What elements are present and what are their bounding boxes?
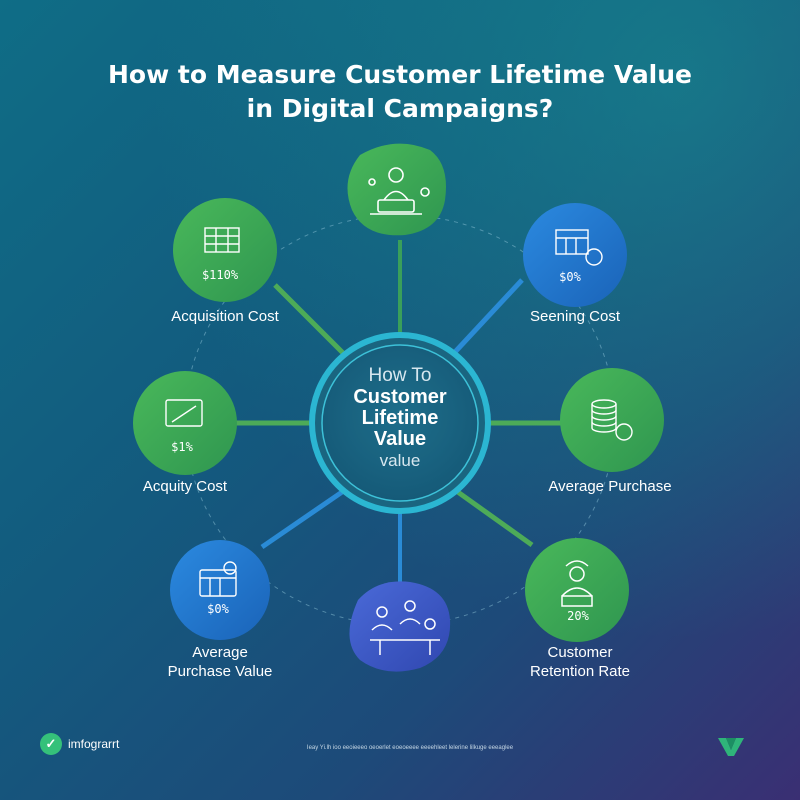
title-line-1: How to Measure Customer Lifetime Value: [107, 60, 693, 89]
label-retention-line-2: Retention Rate: [529, 663, 631, 680]
calendar-chart-icon: [555, 229, 603, 266]
connector-avg-purchase-value: [260, 487, 347, 550]
node-acquity[interactable]: [133, 371, 237, 475]
node-acquisition[interactable]: [173, 198, 277, 302]
node-seeing[interactable]: [523, 203, 627, 307]
label-seeing: Seening Cost: [529, 308, 621, 325]
avg-purchase-value-icon-text: $0%: [207, 602, 229, 616]
acquisition-icon-text: $110%: [201, 268, 239, 282]
node-bottom[interactable]: [349, 581, 451, 672]
brand-check-icon: ✓: [40, 733, 62, 755]
tablet-chart-icon: [165, 399, 203, 427]
footer-note: Ieay Yi.lh ioo eeoieeeo oeoerlet eoeoeee…: [306, 745, 514, 751]
label-avg-purchase-value: Average Purchase Value: [140, 643, 300, 681]
label-avg-purchase-value-line-1: Average: [192, 644, 248, 661]
seeing-icon-text: $0%: [559, 270, 581, 284]
center-line-4: Value: [373, 428, 427, 450]
person-at-desk-icon: [368, 167, 430, 215]
footer-logo-icon: [718, 738, 744, 756]
node-average-purchase[interactable]: [560, 368, 664, 472]
retention-icon-text: 20%: [567, 609, 589, 623]
label-average-purchase: Average Purchase: [548, 478, 672, 495]
label-retention-line-1: Customer: [547, 644, 613, 661]
center-line-5: value: [379, 451, 421, 470]
node-retention[interactable]: [525, 538, 629, 642]
team-meeting-icon: [370, 600, 440, 655]
footer-brand[interactable]: ✓ imfograrrt: [40, 733, 119, 755]
label-acquisition: Acquisition Cost: [171, 308, 279, 325]
page-title: How to Measure Customer Lifetime Value i…: [0, 58, 800, 126]
label-avg-purchase-value-line-2: Purchase Value: [167, 663, 273, 680]
label-retention: Customer Retention Rate: [500, 643, 660, 681]
connector-retention: [453, 487, 534, 548]
coin-stack-icon: [591, 399, 633, 441]
label-acquity: Acquity Cost: [142, 478, 228, 495]
center-node: [309, 332, 491, 514]
node-avg-purchase-value[interactable]: [170, 540, 270, 640]
connector-seeing: [453, 278, 524, 354]
worker-icon: [561, 560, 593, 607]
center-line-2: Customer: [353, 386, 447, 408]
connector-acquisition: [273, 283, 347, 357]
spreadsheet-icon: [204, 227, 240, 253]
connectors: [232, 240, 565, 590]
center-line-1: How To: [368, 365, 432, 386]
node-top[interactable]: [347, 143, 447, 236]
brand-name: imfograrrt: [68, 737, 120, 751]
title-line-2: in Digital Campaigns?: [246, 94, 554, 123]
center-line-3: Lifetime: [361, 407, 439, 429]
calculator-icon: [199, 561, 237, 597]
center-label: How To Customer Lifetime Value value: [320, 365, 480, 472]
acquity-icon-text: $1%: [171, 440, 193, 454]
